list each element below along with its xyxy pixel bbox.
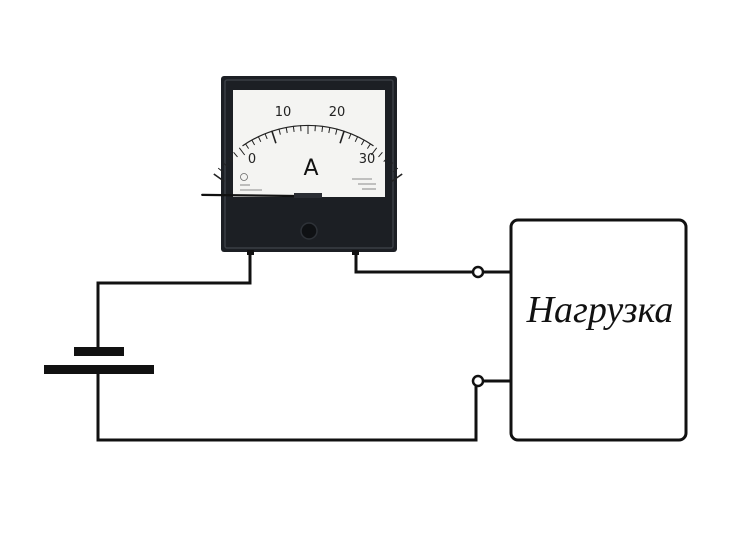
scale-tick-20 — [339, 130, 345, 144]
load-terminal-top — [471, 265, 485, 279]
scale-label-0: 0 — [248, 152, 256, 167]
scale-tick-18 — [328, 127, 331, 134]
scale-tick-28 — [388, 162, 394, 167]
ammeter-scale-ticks — [213, 125, 403, 183]
ammeter-terminal-left — [247, 250, 254, 255]
battery-long-plate — [44, 365, 154, 374]
scale-tick-1 — [217, 167, 224, 173]
scale-tick-24 — [366, 143, 372, 149]
ammeter-needle-base — [294, 193, 322, 198]
scale-tick-7 — [251, 139, 256, 146]
wire-ammeter-to-load — [354, 248, 475, 274]
scale-tick-13 — [292, 125, 295, 132]
scale-label-10: 10 — [275, 105, 292, 120]
battery-short-plate — [74, 347, 124, 356]
scale-tick-22 — [354, 136, 359, 143]
ammeter-needle — [201, 193, 296, 198]
ammeter-unit-label: A — [303, 156, 318, 181]
scale-tick-23 — [360, 139, 365, 146]
ammeter-terminal-right — [352, 250, 359, 255]
load-label: Нагрузка — [526, 289, 674, 331]
scale-tick-8 — [257, 136, 262, 143]
load-block: Нагрузка — [509, 218, 688, 442]
scale-label-20: 20 — [329, 105, 346, 120]
scale-tick-5 — [238, 147, 246, 156]
scale-tick-26 — [378, 151, 383, 158]
scale-tick-19 — [335, 128, 338, 135]
load-terminal-bottom — [471, 374, 485, 388]
scale-tick-17 — [321, 125, 324, 132]
scale-tick-9 — [264, 133, 268, 140]
ammeter: 0 10 20 30 A — [201, 76, 403, 255]
scale-tick-12 — [285, 127, 288, 134]
circuit-wires — [96, 248, 514, 442]
ammeter-zero-adjust-screw — [300, 222, 318, 240]
scale-tick-6 — [244, 143, 250, 149]
scale-tick-0 — [213, 173, 225, 183]
scale-tick-25 — [370, 147, 378, 156]
load-box — [509, 218, 688, 442]
ammeter-dial-markings — [240, 173, 376, 191]
scale-tick-29 — [392, 167, 399, 173]
scale-tick-21 — [348, 133, 352, 140]
scale-tick-11 — [278, 128, 281, 135]
battery-symbol — [44, 347, 154, 374]
scale-label-30: 30 — [359, 152, 376, 167]
scale-tick-30 — [391, 173, 403, 183]
scale-tick-27 — [383, 156, 389, 162]
scale-tick-4 — [233, 151, 238, 158]
scale-tick-10 — [271, 130, 277, 144]
wire-battery-top-to-ammeter — [96, 248, 252, 352]
wire-battery-bottom-to-load — [96, 369, 478, 442]
scale-tick-3 — [227, 156, 233, 162]
scale-tick-2 — [222, 162, 228, 167]
